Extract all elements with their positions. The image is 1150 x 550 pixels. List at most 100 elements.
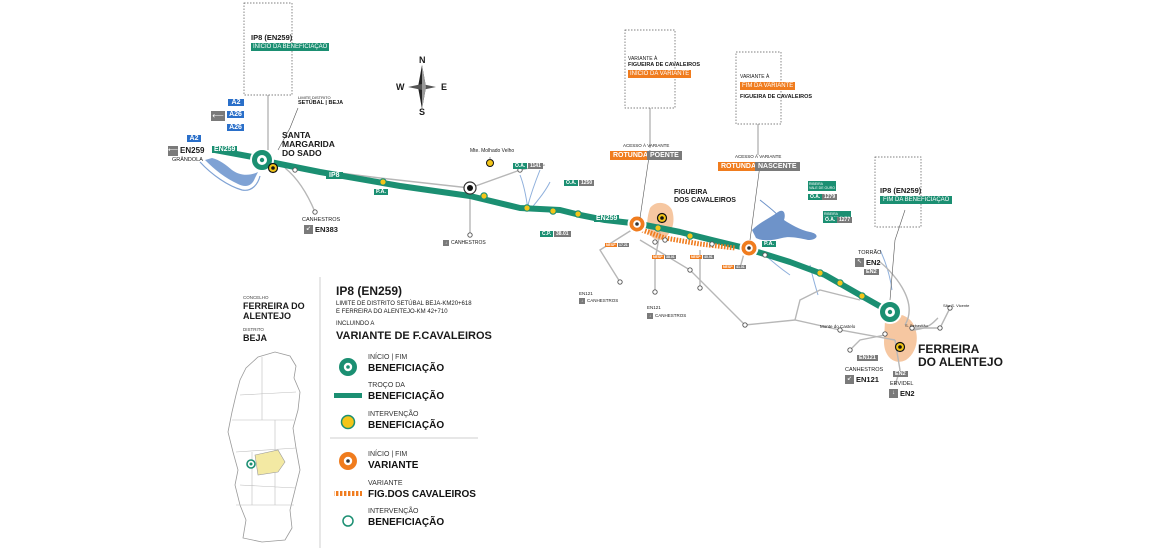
town-marker-santa-margarida <box>267 162 279 174</box>
label-acesso-variante-poente: ACESSO À VARIANTE <box>623 143 670 148</box>
town-marker-monte-molhado <box>486 159 494 167</box>
sign-en121-d: EN121 <box>856 375 879 384</box>
sign-en121-b: EN121 <box>647 305 661 310</box>
sign-en2-d: EN2 <box>900 389 915 398</box>
sign-oa-2-num: 1250 <box>579 180 595 186</box>
legend-symbol-troco <box>334 393 362 398</box>
arrow-down-icon: ↓ <box>443 240 449 246</box>
sign-oa-3: O.A. <box>808 194 823 200</box>
compass-rose-icon <box>408 65 436 109</box>
legend-5-small: INTERVENÇÃO <box>368 508 419 515</box>
info-variante: VARIANTE DE F.CAVALEIROS <box>336 330 492 342</box>
sign-km-1-num: 17.21 <box>618 243 629 247</box>
callout-ip8-start-tag: INÍCIO DA BENEFICIAÇÃO <box>251 43 330 51</box>
arrow-left-icon: ⟵ <box>211 111 225 121</box>
label-canhestros-1: CANHESTROS <box>302 217 341 223</box>
sign-km-2-num: 38.01 <box>665 255 676 259</box>
end-marker-ferreira <box>878 300 902 324</box>
legend-1-big: BENEFICIAÇÃO <box>368 391 445 402</box>
label-sao-sebastiao: S. Sebastião <box>905 323 928 328</box>
sign-rotunda-nascente-a: ROTUNDA <box>718 162 759 171</box>
legend-symbol-start-end-variante <box>339 452 357 470</box>
callout-ip8-start-title: IP8 (EN259) <box>251 33 293 42</box>
leader-lines <box>277 107 906 301</box>
sign-km-1: NESP <box>605 243 617 247</box>
label-acesso-variante-nascente: ACESSO À VARIANTE <box>735 154 782 159</box>
intervention-dots <box>379 178 866 300</box>
river-east <box>759 199 785 223</box>
sign-oa-1-num: 1141 <box>528 163 543 169</box>
roundabout-canhestros <box>463 181 477 195</box>
sign-cp-num: 38.01 <box>554 231 571 237</box>
sign-pa-1: P.A. <box>374 189 388 195</box>
callout-ip8-end-title: IP8 (EN259) <box>880 186 922 195</box>
info-desc-1: LIMITE DE DISTRITO SETÚBAL BEJA-KM20+618 <box>336 301 472 307</box>
sign-a2-left: A2 <box>187 135 201 142</box>
legend-3-small: INÍCIO | FIM <box>368 451 408 458</box>
start-marker-santa-margarida <box>250 148 274 172</box>
sign-a2-top: A2 <box>228 99 244 106</box>
sign-en2-a: EN2 <box>866 258 881 267</box>
sign-en383: EN383 <box>315 225 338 234</box>
info-incl: INCLUINDO A <box>336 321 375 327</box>
legend-symbol-variante-line <box>334 491 362 496</box>
label-ervidel: ERVIDEL <box>890 381 914 387</box>
ip8-main-route <box>257 157 893 315</box>
callout-variante-start-tag: INÍCIO DA VARIANTE <box>628 70 692 78</box>
legend-4-small: VARIANTE <box>368 480 403 487</box>
sign-oa-2: O.A. <box>564 180 579 186</box>
sign-en259-mid: EN259 <box>594 215 620 222</box>
sign-a26-top: A26 <box>227 111 244 118</box>
legend-0-big: BENEFICIAÇÃO <box>368 363 445 374</box>
label-ferreira: FERREIRA DO ALENTEJO <box>918 342 1003 369</box>
label-canhestros-5: CANHESTROS <box>845 367 884 373</box>
distrito-value: BEJA <box>243 333 268 343</box>
secondary-roads <box>261 161 951 386</box>
legend-3-big: VARIANTE <box>368 460 419 471</box>
variante-end-marker <box>739 238 759 258</box>
reservoir-west-outline <box>199 161 261 191</box>
legend-4-big: FIG.DOS CAVALEIROS <box>368 489 476 500</box>
label-canhestros-2: CANHESTROS <box>451 240 486 246</box>
sign-en121-c: EN121 <box>857 355 878 361</box>
legend-symbol-start-end-beneficiacao <box>339 358 357 376</box>
label-santa-margarida: SANTA MARGARIDA DO SADO <box>282 130 335 158</box>
beja-district <box>254 449 286 476</box>
callout-variante-start-line2: FIGUEIRA DE CAVALEIROS <box>628 62 701 68</box>
sign-rotunda-poente-b: POENTE <box>647 151 682 160</box>
town-marker-ferreira <box>894 341 906 353</box>
sign-oa-3-num: 1279 <box>822 194 838 200</box>
sign-km-4-num: 41.01 <box>735 265 746 269</box>
arrow-down-icon-2: ↓ <box>579 298 585 304</box>
info-desc-2: E FERREIRA DO ALENTEJO-KM 42+710 <box>336 309 448 315</box>
sign-km-3-num: 40.91 <box>703 255 714 259</box>
sign-km-2: NESP <box>652 255 664 259</box>
label-setubal-beja: SETÚBAL | BEJA <box>298 100 344 106</box>
label-canhestros-4: CANHESTROS <box>655 313 687 318</box>
callout-variante-end-tag: FIM DA VARIANTE <box>740 82 796 90</box>
compass-w: W <box>396 82 405 92</box>
label-limite-distrito: LIMITE DISTRITO <box>298 95 331 100</box>
legend-2-big: BENEFICIAÇÃO <box>368 420 445 431</box>
sign-oa-4: O.A. <box>823 217 838 223</box>
label-monte-molhado: Mte. Molhado Velho <box>470 148 515 154</box>
arrow-left-icon-2: ⟵ <box>168 146 179 156</box>
legend-5-big: BENEFICIAÇÃO <box>368 517 445 528</box>
portugal-map <box>227 351 301 543</box>
legend-symbol-intervencao <box>340 414 356 430</box>
road-junction-dots <box>292 167 953 353</box>
sign-oa-4-num: 1277 <box>837 217 853 223</box>
sign-rotunda-poente-a: ROTUNDA <box>610 151 651 160</box>
distrito-label: DISTRITO <box>243 327 264 332</box>
sign-ribeira-1: RIBEIRA VALE DE OURO <box>808 181 836 191</box>
variante-start-marker <box>627 214 647 234</box>
compass-e: E <box>441 82 448 92</box>
sign-en2-c: EN2 <box>893 371 908 377</box>
callout-variante-end-line2: FIGUEIRA DE CAVALEIROS <box>740 94 813 100</box>
legend-1-small: TROÇO DA <box>368 382 405 389</box>
concelho-label: CONCELHO <box>243 295 269 300</box>
sign-cp: C.P. <box>540 231 554 237</box>
info-title: IP8 (EN259) <box>336 284 403 298</box>
arrow-down-icon-4: ↓ <box>889 389 898 398</box>
